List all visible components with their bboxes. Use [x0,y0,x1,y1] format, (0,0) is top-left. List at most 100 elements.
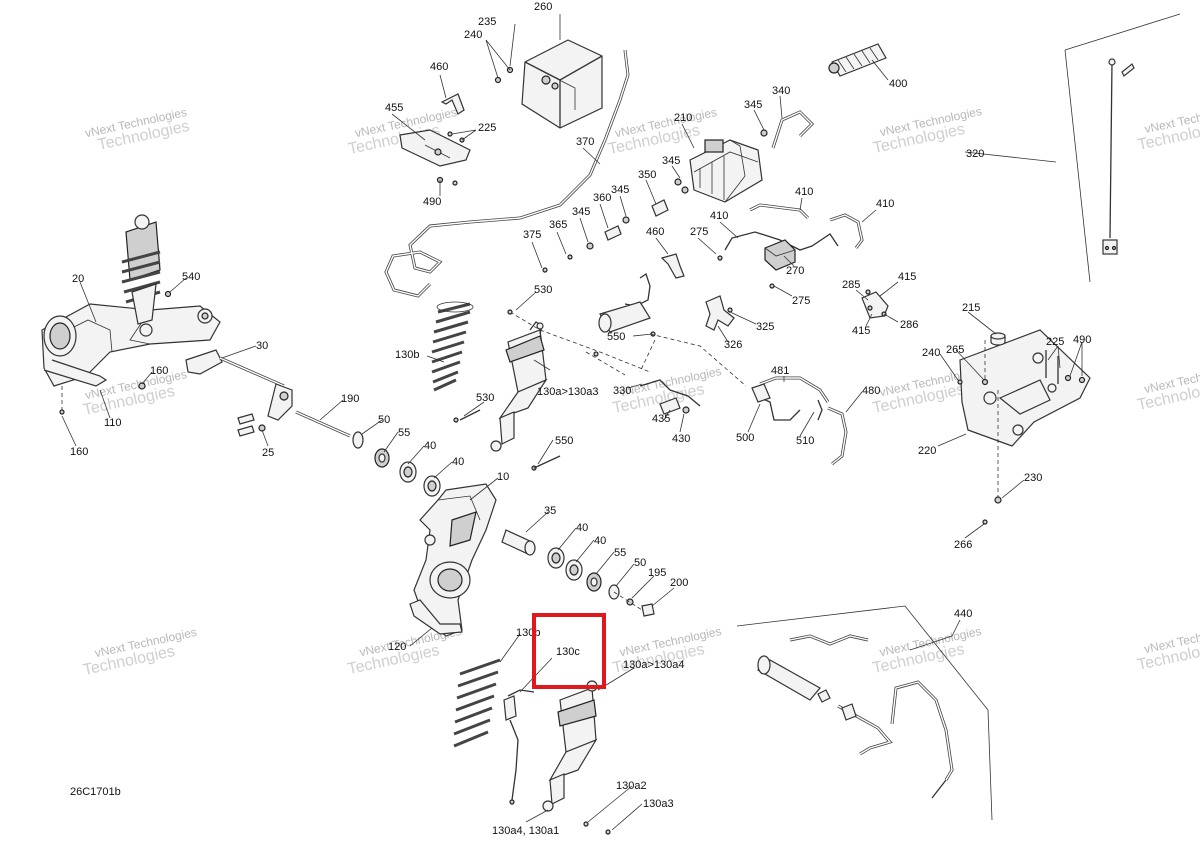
label-330: 330 [613,385,631,397]
label-130a2: 130a2 [616,780,647,792]
label-530: 530 [534,284,552,296]
label-275: 275 [690,226,708,238]
label-360: 360 [593,192,611,204]
dashed-routing [509,311,747,387]
part-340-hose [760,110,815,149]
label-410: 410 [876,198,894,210]
label-550: 550 [555,435,573,447]
label-270: 270 [786,265,804,277]
label-215: 215 [962,302,980,314]
label-481: 481 [771,365,789,377]
part-160-bolt [59,382,146,415]
label-415: 415 [898,271,916,283]
label-345: 345 [611,184,629,196]
label-460: 460 [430,61,448,73]
label-345: 345 [572,206,590,218]
label-320: 320 [966,148,984,160]
label-440: 440 [954,608,972,620]
label-460: 460 [646,226,664,238]
label-210: 210 [674,112,692,124]
accumulator-cylinder [598,301,656,337]
part-130a-shock-upper [453,309,599,471]
label-480: 480 [862,385,880,397]
part-260-bracket [494,39,603,129]
label-40: 40 [452,456,464,468]
label-20: 20 [72,273,84,285]
part-460-clip-top [440,93,465,115]
label-455: 455 [385,102,403,114]
part-320-rod [1102,58,1135,255]
label-500: 500 [736,432,754,444]
label-50: 50 [378,414,390,426]
watermark: vNext Technologies Technologies [1136,361,1200,414]
part-25-bolts [237,413,266,437]
part-481-harness [751,376,848,466]
label-375: 375 [523,229,541,241]
label-240: 240 [922,347,940,359]
part-shock-front [121,214,161,337]
watermark: vNext Technologies Technologies [84,105,191,154]
watermark: vNext Technologies Technologies [1136,101,1200,154]
label-35: 35 [544,505,556,517]
diagram-code: 26C1701b [70,786,121,798]
label-345: 345 [744,99,762,111]
label-200: 200 [670,577,688,589]
label-490: 490 [1073,334,1091,346]
label-286: 286 [900,319,918,331]
part-labels: 235 240 260 460 455 225 490 370 210 345 … [70,1,1091,837]
fittings-row [542,178,682,273]
label-430: 430 [672,433,690,445]
part-460-clip-lower [624,253,775,307]
label-415: 415 [852,325,870,337]
label-435: 435 [652,413,670,425]
label-55: 55 [614,547,626,559]
label-190: 190 [341,393,359,405]
part-190-shaft [295,410,351,438]
label-275: 275 [792,295,810,307]
label-55: 55 [398,427,410,439]
bearing-stack-upper [352,431,441,497]
label-130a3: 130a3 [643,798,674,810]
label-40: 40 [576,522,588,534]
bearing-stack-lower [547,547,655,617]
part-215-bushing [990,332,1006,346]
label-325: 325 [756,321,774,333]
part-130b-spring-lower [453,658,501,748]
label-30: 30 [256,340,268,352]
label-110: 110 [104,417,122,429]
label-160: 160 [70,446,88,458]
label-550: 550 [607,331,625,343]
watermark: vNext Technologies Technologies [82,625,198,679]
label-160: 160 [150,365,168,377]
label-350: 350 [638,169,656,181]
label-130b: 130b [516,627,540,639]
label-365: 365 [549,219,567,231]
part-410-lines [724,203,864,251]
label-130b: 130b [395,349,419,361]
label-530: 530 [476,392,494,404]
label-410: 410 [795,186,813,198]
label-195: 195 [648,567,666,579]
part-455-plate [399,129,471,186]
part-540-nut [164,290,172,298]
part-35-pin [501,529,536,556]
bolt-530-550 [459,409,561,469]
watermark: vNext Technologies Technologies [1136,621,1200,674]
label-25: 25 [262,447,274,459]
label-410: 410 [710,210,728,222]
part-30-linkage [185,349,293,421]
label-490: 490 [423,196,441,208]
part-130c-sensor [503,689,535,805]
label-40: 40 [424,440,436,452]
label-370: 370 [576,136,594,148]
watermark: vNext Technologies Technologies [607,105,719,158]
label-130a-130a4: 130a>130a4 [623,659,684,671]
label-260: 260 [534,1,552,13]
label-120: 120 [388,641,406,653]
part-325-fitting [705,295,735,331]
part-370-line [384,49,630,298]
label-130a4-130a1: 130a4, 130a1 [492,825,559,837]
part-440-harness [756,634,954,799]
label-265: 265 [946,344,964,356]
